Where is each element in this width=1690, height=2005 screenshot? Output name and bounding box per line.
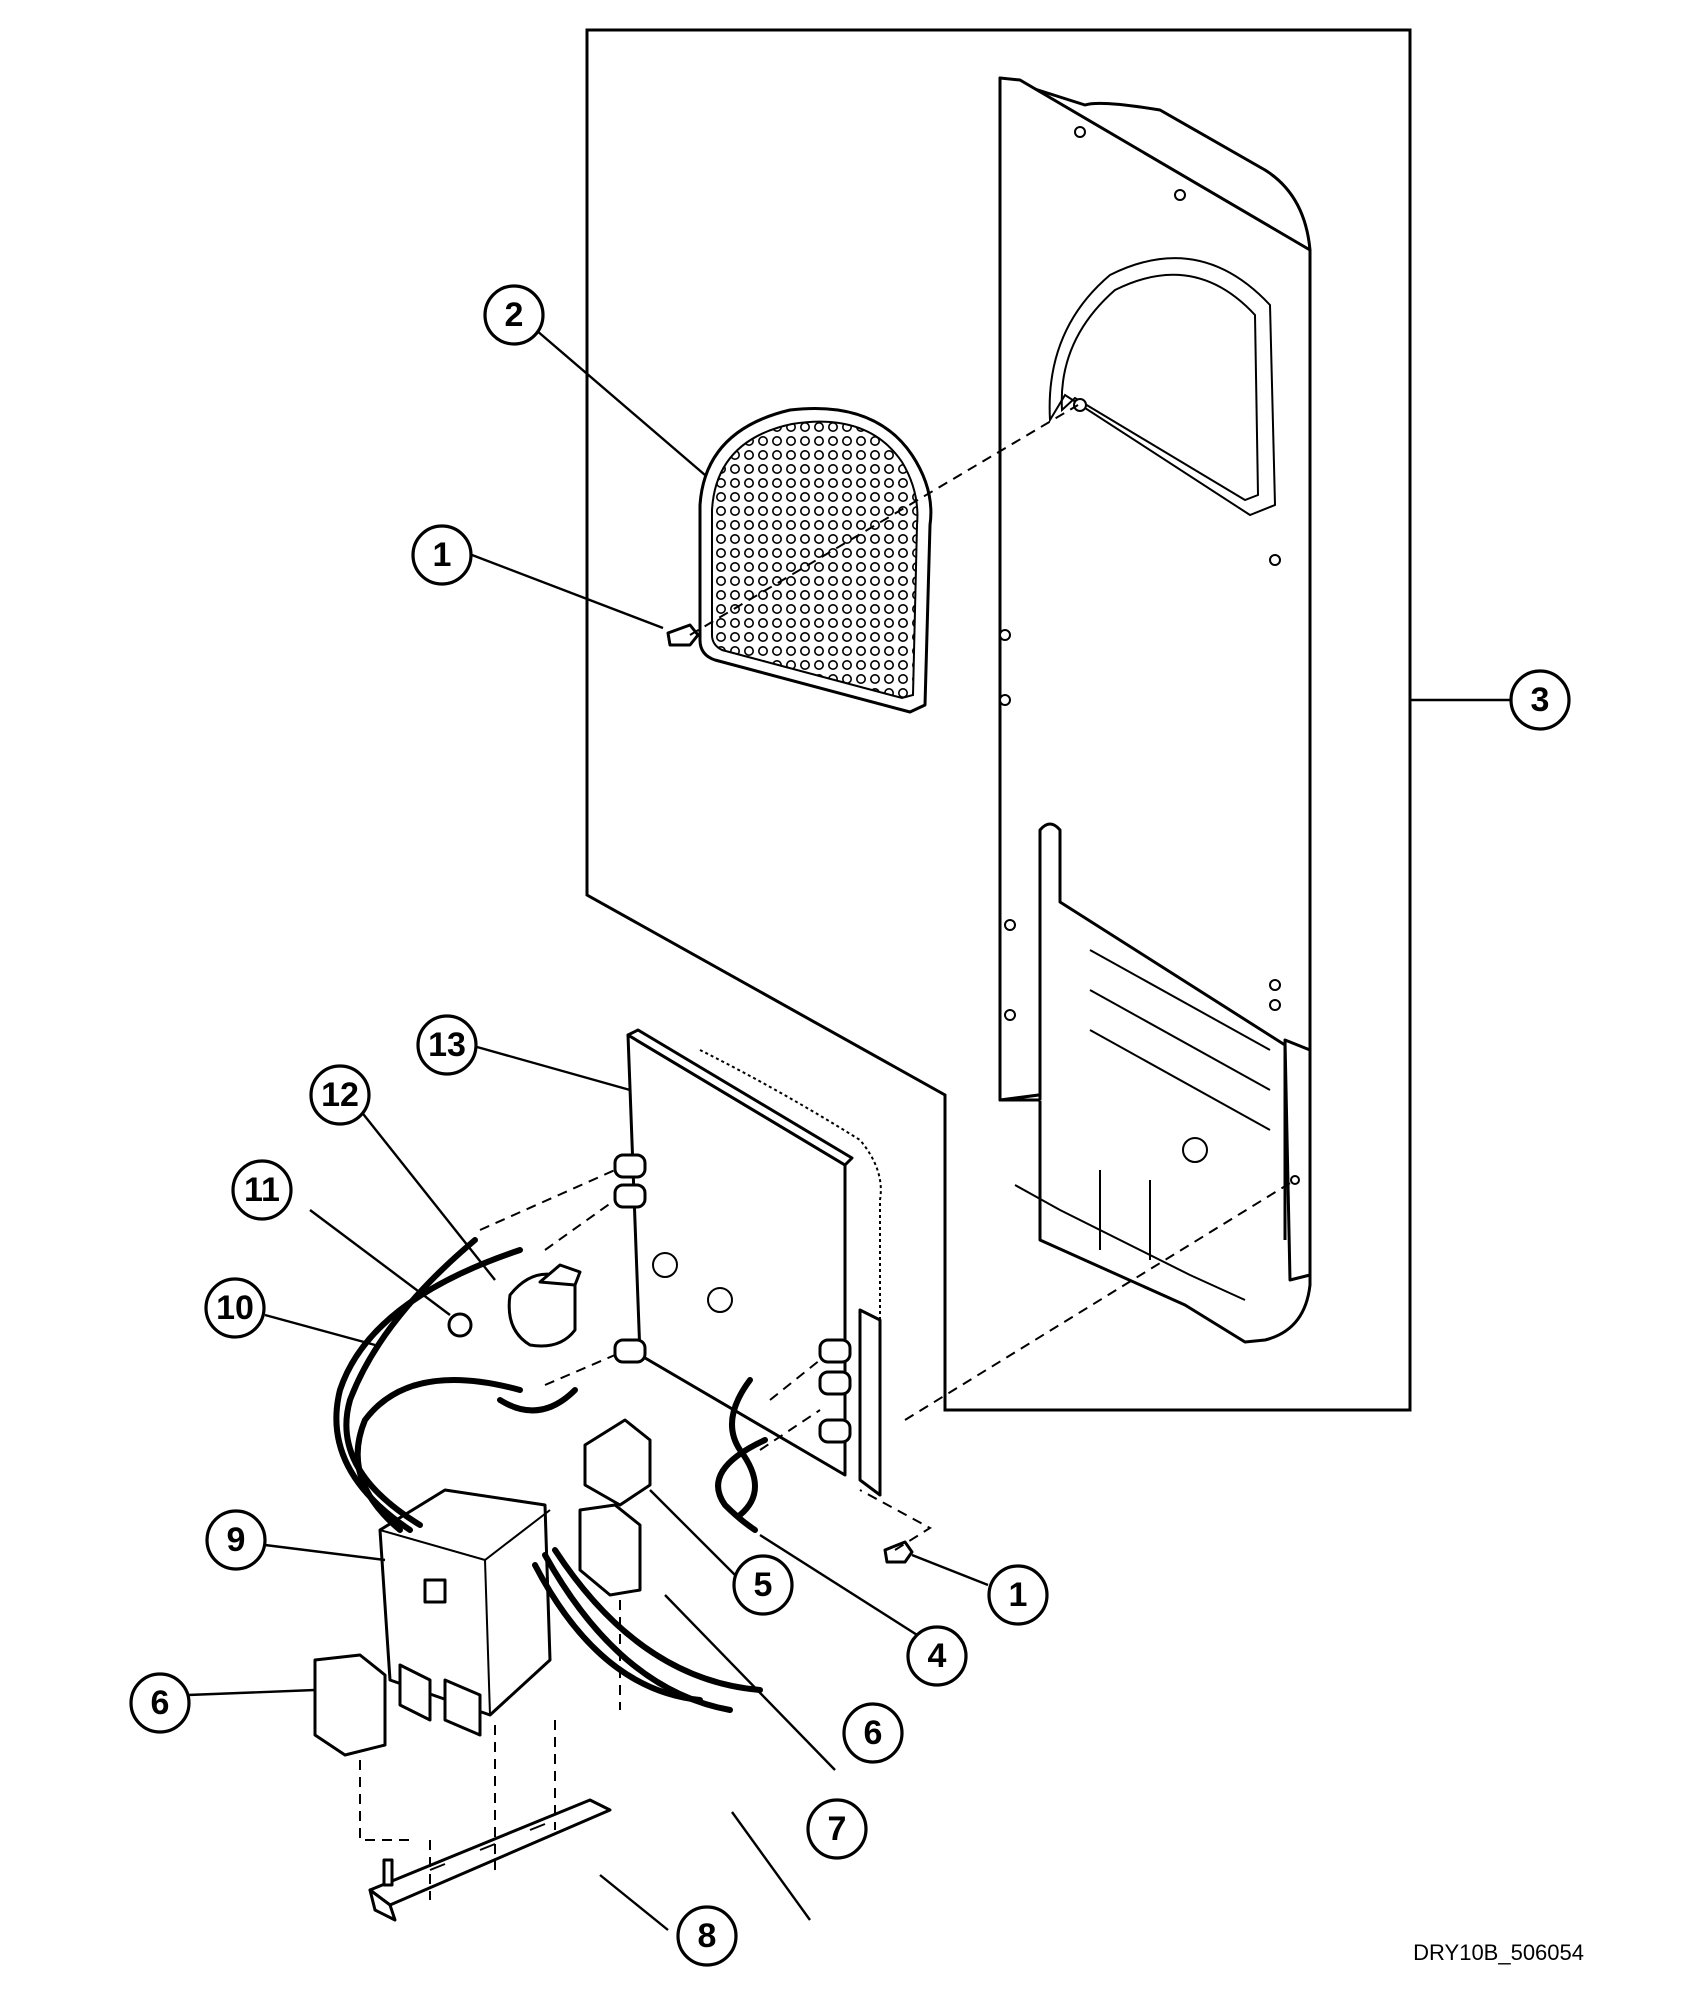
- svg-text:6: 6: [864, 1714, 883, 1752]
- perforated-cover-part-2: [698, 406, 933, 714]
- callout-7: 7: [806, 1798, 868, 1860]
- wire-part-4: [715, 1377, 768, 1533]
- contactor-part-9: [378, 1488, 552, 1737]
- thermostat-part-12: [507, 1263, 582, 1348]
- callout-6-left: 6: [129, 1672, 191, 1734]
- svg-text:5: 5: [754, 1566, 773, 1604]
- callout-9: 9: [205, 1509, 267, 1571]
- leader-lines: [187, 329, 1510, 1931]
- screw-part-11: [447, 1312, 473, 1338]
- callout-5: 5: [732, 1554, 794, 1616]
- callout-13: 13: [416, 1014, 478, 1076]
- svg-text:1: 1: [433, 536, 452, 574]
- svg-text:13: 13: [428, 1026, 466, 1064]
- callout-6-right: 6: [842, 1702, 904, 1764]
- relay-part-5: [583, 1418, 652, 1507]
- svg-text:10: 10: [216, 1289, 254, 1327]
- callout-8: 8: [676, 1905, 738, 1967]
- screw-part-1-upper: [666, 623, 700, 647]
- svg-text:9: 9: [227, 1521, 246, 1559]
- panel-part-3: [998, 76, 1312, 1344]
- wire-harness-part-10: [333, 1237, 578, 1533]
- terminal-block-part-6-right: [578, 1503, 642, 1597]
- screw-part-1-lower: [883, 1540, 914, 1564]
- din-rail-part-8: [368, 1798, 612, 1922]
- svg-text:7: 7: [828, 1810, 847, 1848]
- assembly-lines: [359, 404, 1296, 1900]
- callout-4: 4: [906, 1625, 968, 1687]
- svg-text:3: 3: [1531, 681, 1550, 719]
- callout-12: 12: [309, 1064, 371, 1126]
- subassembly-frame: [585, 28, 1412, 1412]
- svg-text:12: 12: [321, 1076, 359, 1114]
- callout-1-upper: 1: [411, 524, 473, 586]
- svg-text:11: 11: [244, 1171, 280, 1209]
- callout-3: 3: [1509, 669, 1571, 731]
- svg-text:1: 1: [1009, 1576, 1028, 1614]
- callout-11: 11: [231, 1159, 293, 1221]
- callout-10: 10: [204, 1277, 266, 1339]
- drawing-id-label: DRY10B_506054: [1413, 1940, 1584, 1965]
- callout-2: 2: [483, 284, 545, 346]
- svg-text:2: 2: [505, 296, 524, 334]
- svg-text:6: 6: [151, 1684, 170, 1722]
- callout-1-lower: 1: [987, 1564, 1049, 1626]
- board-part-13: [613, 1028, 882, 1497]
- svg-text:8: 8: [698, 1917, 717, 1955]
- terminal-block-part-6-left: [313, 1653, 387, 1757]
- wires-part-7: [532, 1547, 763, 1713]
- svg-text:4: 4: [928, 1637, 947, 1675]
